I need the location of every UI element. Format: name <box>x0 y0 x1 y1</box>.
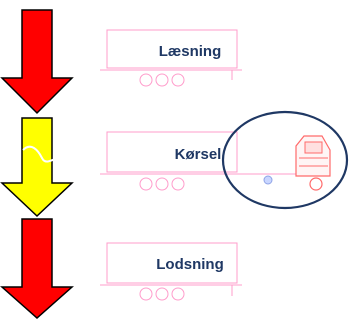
trailer-wheels <box>139 73 185 87</box>
stage-label-1: Læsning <box>159 43 222 60</box>
wheel <box>171 287 185 301</box>
process-arrow-2 <box>0 117 74 218</box>
truck-windshield <box>304 141 323 154</box>
trailer-2: Kørsel <box>100 131 300 191</box>
trailer-1: Læsning <box>100 29 242 87</box>
process-arrow-3 <box>0 218 74 320</box>
arrow-break-line <box>22 145 61 163</box>
wheel <box>171 177 185 191</box>
wheel <box>139 177 153 191</box>
truck-wheel <box>309 177 323 191</box>
highlight-ring <box>221 110 349 210</box>
process-arrow-2-body <box>0 117 74 218</box>
wheel <box>155 73 169 87</box>
process-arrow-1 <box>0 9 74 115</box>
wheel <box>155 287 169 301</box>
stage-label-2: Kørsel <box>175 146 222 163</box>
trailer-wheels <box>139 287 185 301</box>
wheel <box>155 177 169 191</box>
trailer-body <box>106 242 238 284</box>
fifth-wheel-coupling <box>263 175 273 185</box>
trailer-3: Lodsning <box>100 242 242 301</box>
wheel <box>139 287 153 301</box>
trailer-body <box>106 29 238 69</box>
truck-cab <box>263 135 331 191</box>
trailer-wheels <box>139 177 185 191</box>
stage-label-3: Lodsning <box>156 256 224 273</box>
trailer-body <box>106 131 238 173</box>
wheel <box>171 73 185 87</box>
wheel <box>139 73 153 87</box>
